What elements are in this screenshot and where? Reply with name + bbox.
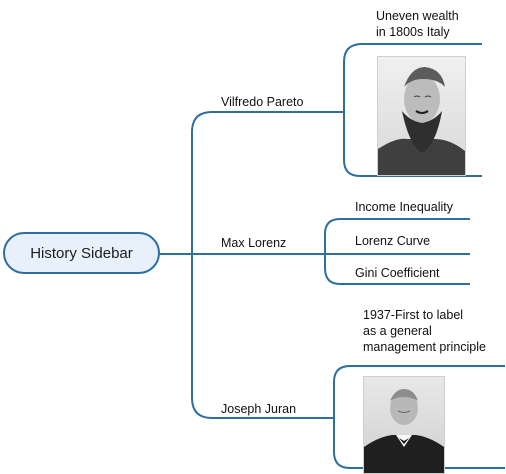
lorenz-sub-gini — [324, 254, 470, 285]
pareto-note[interactable]: Uneven wealth in 1800s Italy — [376, 9, 459, 39]
juran-note[interactable]: 1937-First to label as a general managem… — [363, 308, 486, 354]
juran-sub-bracket-lower — [333, 418, 505, 469]
juran-portrait-icon — [363, 376, 445, 474]
pareto-sub-bracket-lower — [343, 112, 482, 177]
lorenz-child-lorenz-curve[interactable]: Lorenz Curve — [355, 234, 431, 248]
juran-sub-bracket — [333, 365, 505, 418]
pareto-sub-bracket — [314, 43, 482, 113]
root-topic-label: History Sidebar — [30, 244, 133, 262]
lorenz-child-income-inequality[interactable]: Income Inequality — [355, 200, 453, 214]
branch-connector-juran — [191, 254, 334, 419]
lorenz-sub-income — [324, 218, 470, 254]
pareto-portrait-icon — [377, 56, 466, 176]
branch-label-lorenz[interactable]: Max Lorenz — [221, 236, 287, 250]
branch-connector-pareto — [191, 111, 314, 254]
root-topic[interactable]: History Sidebar — [3, 232, 160, 274]
branch-label-juran[interactable]: Joseph Juran — [221, 402, 297, 416]
branch-label-pareto[interactable]: Vilfredo Pareto — [221, 95, 304, 109]
lorenz-child-gini-coefficient[interactable]: Gini Coefficient — [355, 266, 440, 280]
